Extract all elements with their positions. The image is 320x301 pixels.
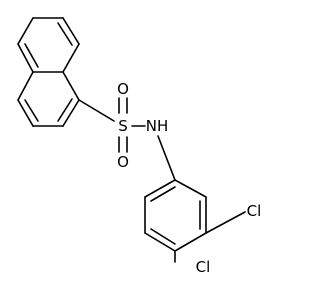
bond bbox=[17, 71, 34, 101]
bond bbox=[62, 17, 80, 45]
bond bbox=[57, 22, 73, 46]
bond bbox=[62, 43, 80, 73]
chlorine-para-atom-label: Cl bbox=[196, 258, 211, 276]
bond bbox=[24, 99, 39, 122]
bond bbox=[174, 232, 207, 252]
chlorine-bonds bbox=[174, 211, 246, 263]
bond bbox=[205, 211, 246, 234]
bond bbox=[17, 43, 34, 73]
bond bbox=[144, 179, 176, 198]
bond bbox=[150, 228, 176, 245]
bond bbox=[157, 135, 176, 181]
sulfonamide-bonds bbox=[78, 97, 176, 181]
sulfur-atom-label: S bbox=[118, 117, 128, 135]
amine-atom-label: NH bbox=[146, 117, 169, 135]
naphthalene-inner-ring bbox=[17, 71, 80, 127]
bond bbox=[78, 99, 115, 122]
oxygen-bottom-atom-label: O bbox=[117, 153, 129, 171]
chlorine-meta-atom-label: Cl bbox=[247, 202, 262, 220]
molecule-structure: S O O NH Cl Cl bbox=[17, 17, 262, 276]
oxygen-top-atom-label: O bbox=[117, 80, 129, 98]
bond bbox=[144, 232, 176, 252]
bond bbox=[174, 179, 207, 198]
bond bbox=[57, 98, 73, 122]
bond bbox=[17, 99, 34, 127]
naphthalene-outer-ring bbox=[17, 17, 80, 73]
bond bbox=[150, 186, 176, 202]
dichlorophenyl-ring bbox=[144, 179, 207, 252]
bond bbox=[17, 17, 34, 45]
bond bbox=[62, 99, 80, 127]
bond bbox=[62, 71, 80, 101]
bond bbox=[24, 43, 39, 68]
